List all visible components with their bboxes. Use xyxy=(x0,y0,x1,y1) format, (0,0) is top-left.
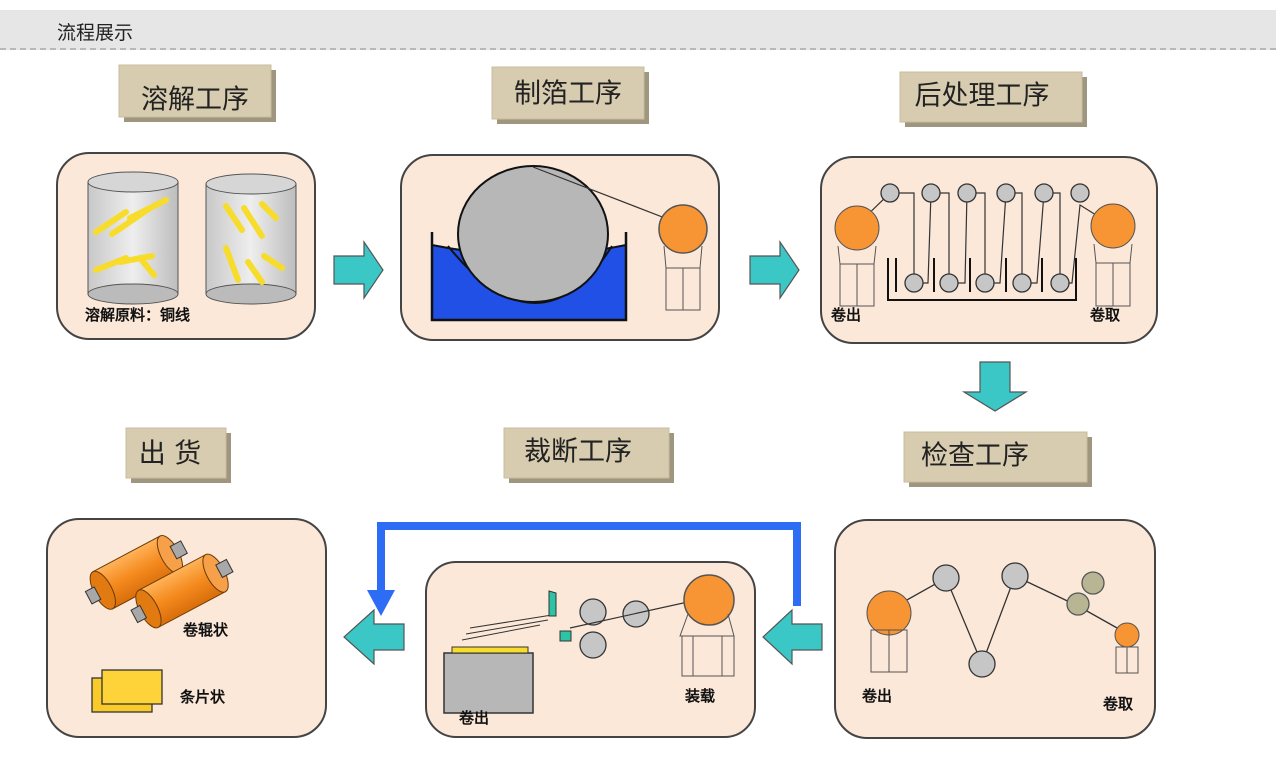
flow-arrow-post-to-inspect xyxy=(961,361,1029,412)
post-rewind-label: 卷取 xyxy=(1089,306,1121,324)
label-cut: 裁断工序 xyxy=(503,427,674,483)
post-rewind-roll xyxy=(1090,203,1136,249)
cut-unwind-roll xyxy=(683,574,735,626)
dissolve-caption: 溶解原料：铜线 xyxy=(85,306,190,324)
cut-sheet-stack xyxy=(443,652,534,714)
dissolve-tank-2 xyxy=(205,173,297,305)
feedback-arrow xyxy=(367,522,801,616)
post-unwind-roll xyxy=(834,205,880,251)
panel-inspect: 卷出 卷取 xyxy=(834,519,1156,739)
panel-post: 卷出 卷取 xyxy=(820,156,1158,344)
panel-ship: 卷辊状 条片状 xyxy=(46,518,327,738)
cut-unwind-label: 卷出 xyxy=(458,709,489,727)
inspect-unwind-label: 卷出 xyxy=(861,687,892,705)
foil-take-up-roll xyxy=(658,204,708,254)
panel-foil xyxy=(400,154,720,341)
stage-label-ship: 出 货 xyxy=(139,439,202,470)
header-bar: 流程展示 xyxy=(0,10,1276,50)
stage-label-foil: 制箔工序 xyxy=(514,79,622,110)
label-post: 后处理工序 xyxy=(899,71,1087,127)
label-foil: 制箔工序 xyxy=(491,66,649,124)
ship-roll-label: 卷辊状 xyxy=(182,621,229,639)
stage-label-cut: 裁断工序 xyxy=(524,437,632,468)
cathode-drum xyxy=(457,165,609,303)
label-ship: 出 货 xyxy=(125,427,231,483)
shipping-strip xyxy=(101,669,163,705)
flow-arrow-cut-to-ship xyxy=(343,608,405,666)
flow-arrow-foil-to-post xyxy=(749,240,800,300)
flow-arrow-inspect-to-cut xyxy=(762,608,823,666)
panel-dissolve: 溶解原料：铜线 xyxy=(56,152,316,340)
ship-strip-label: 条片状 xyxy=(179,688,226,706)
inspect-unwind-roll xyxy=(866,590,912,636)
dissolve-tank-1 xyxy=(87,171,179,305)
stage-label-post: 后处理工序 xyxy=(915,81,1050,112)
label-dissolve: 溶解工序 xyxy=(118,64,276,122)
inspect-rewind-label: 卷取 xyxy=(1102,695,1134,713)
post-unwind-label: 卷出 xyxy=(830,306,861,324)
inspect-rewind-roll xyxy=(1114,622,1140,648)
stage-label-dissolve: 溶解工序 xyxy=(141,85,249,116)
flow-arrow-dissolve-to-foil xyxy=(333,240,384,300)
shipping-roll-2 xyxy=(130,553,234,629)
stage-label-inspect: 检查工序 xyxy=(921,441,1029,472)
panel-cut: 卷出 装载 xyxy=(425,561,756,738)
label-inspect: 检查工序 xyxy=(903,431,1092,487)
page-title: 流程展示 xyxy=(57,22,134,44)
shipping-roll-1 xyxy=(84,535,188,610)
cut-load-label: 装载 xyxy=(684,687,715,705)
